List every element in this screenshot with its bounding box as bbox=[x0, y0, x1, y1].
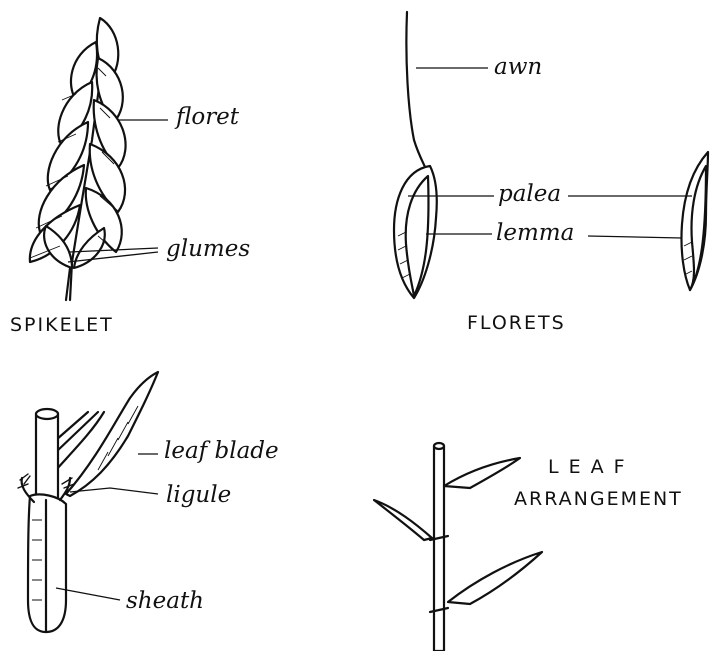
palea-label: palea bbox=[498, 183, 561, 206]
spikelet-caption: SPIKELET bbox=[10, 316, 114, 335]
floret-with-awn-drawing bbox=[394, 12, 437, 298]
leaf-arrangement-caption-line2: ARRANGEMENT bbox=[514, 490, 683, 509]
glumes-label: glumes bbox=[166, 238, 250, 261]
floret-label: floret bbox=[176, 106, 239, 129]
leaf-arrangement-drawing bbox=[374, 443, 542, 651]
sheath-label: sheath bbox=[126, 590, 204, 613]
awn-label: awn bbox=[494, 56, 542, 79]
lemma-label: lemma bbox=[496, 222, 574, 245]
ligule-label: ligule bbox=[166, 484, 231, 507]
florets-caption: FLORETS bbox=[467, 314, 566, 333]
floret-without-awn-drawing bbox=[681, 152, 708, 290]
leaf-arrangement-caption-line1: LEAF bbox=[548, 458, 635, 477]
leaf-blade-label: leaf blade bbox=[164, 440, 279, 463]
lemma-leader-right bbox=[588, 236, 682, 238]
